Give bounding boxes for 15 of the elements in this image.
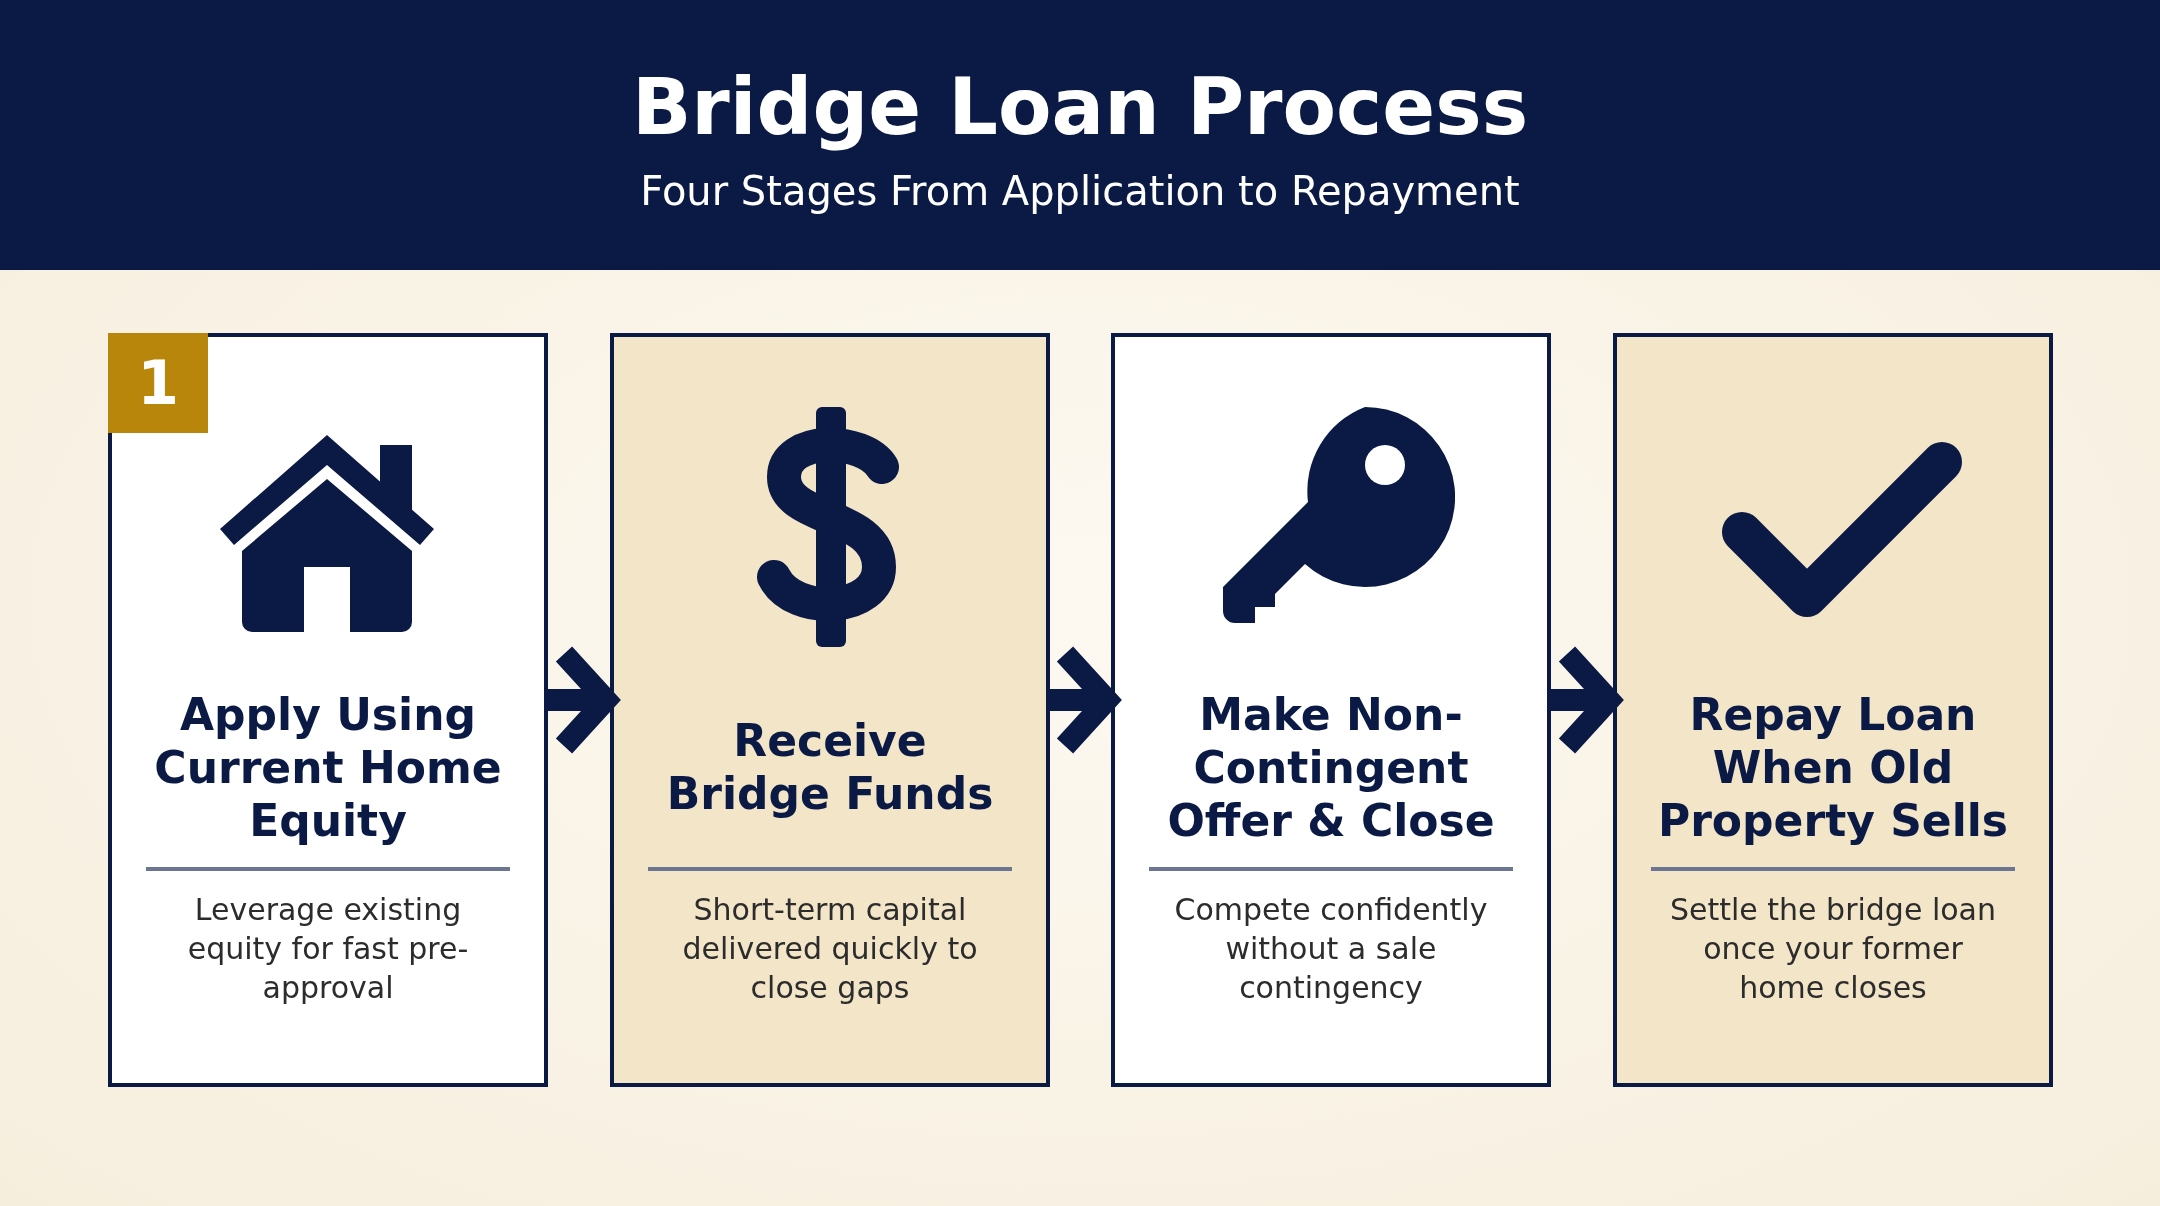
step-heading: Receive Bridge Funds xyxy=(665,714,995,820)
step-card xyxy=(1613,333,2053,1087)
step-description: Settle the bridge loan once your former home closes xyxy=(1669,891,1997,1007)
step-description: Short-term capital delivered quickly to close gaps xyxy=(681,891,979,1007)
step-heading: Repay Loan When Old Property Sells xyxy=(1656,687,2010,847)
subtitle: Four Stages From Application to Repayment xyxy=(639,168,1521,214)
step-card xyxy=(108,333,548,1087)
step-heading: Make Non-Contingent Offer & Close xyxy=(1166,687,1496,847)
step-description: Compete confidently without a sale contingency xyxy=(1173,891,1489,1007)
step-card xyxy=(1111,333,1551,1087)
step-card xyxy=(610,333,1050,1087)
step-number: 1 xyxy=(108,333,208,433)
title: Bridge Loan Process xyxy=(630,62,1530,152)
step-heading: Apply Using Current Home Equity xyxy=(153,687,503,847)
step-description: Leverage existing equity for fast pre-approval xyxy=(186,891,470,1007)
